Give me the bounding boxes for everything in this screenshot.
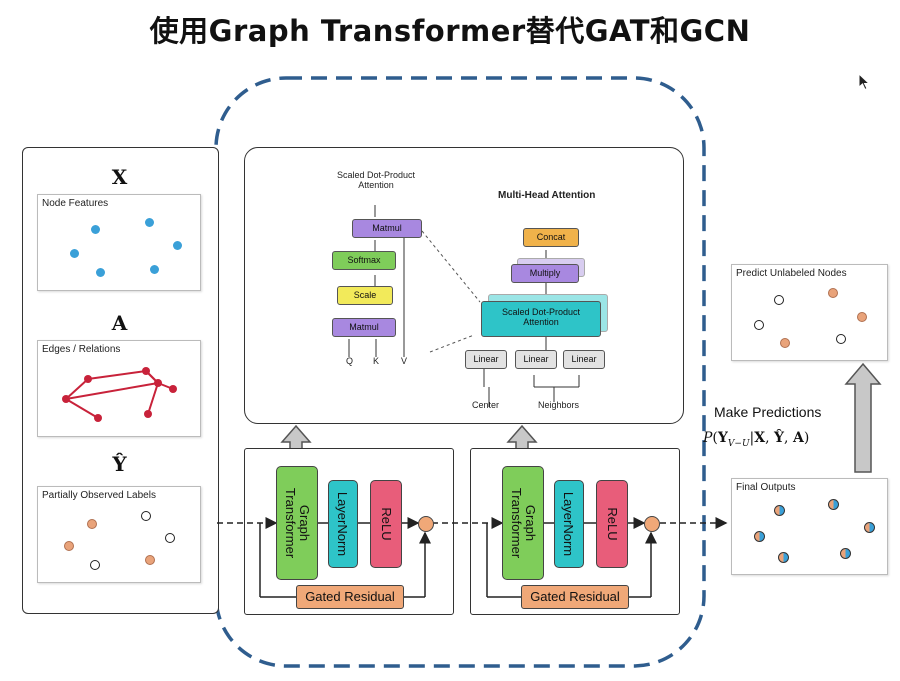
output-node xyxy=(864,522,875,533)
page-title: 使用Graph Transformer替代GAT和GCN xyxy=(149,14,751,48)
graph-transformer-dashed-container xyxy=(214,76,706,668)
graph-transformer-block-1: Graph Transformer xyxy=(276,466,318,580)
output-node xyxy=(840,548,851,559)
labeled-node xyxy=(828,288,838,298)
node-features-label: Node Features xyxy=(42,198,109,209)
partially-observed-labels-box: Partially Observed Labels xyxy=(37,486,201,583)
linear-op-center: Linear xyxy=(465,350,507,369)
attention-detail-panel xyxy=(244,147,684,424)
graph-transformer-line1: Graph xyxy=(523,504,538,542)
linear-op-value: Linear xyxy=(563,350,605,369)
layernorm-block-1: LayerNorm xyxy=(328,480,358,568)
relu-block-1: ReLU xyxy=(370,480,402,568)
labeled-node xyxy=(857,312,867,322)
center-input-label: Center xyxy=(472,400,500,410)
v-input-label: V xyxy=(401,356,408,366)
sdpa-block: Scaled Dot-Product Attention xyxy=(481,301,601,337)
feature-node xyxy=(145,218,154,227)
sum-node-2 xyxy=(644,516,660,532)
unlabeled-node xyxy=(90,560,100,570)
softmax-op: Softmax xyxy=(332,251,396,270)
layernorm-block-2: LayerNorm xyxy=(554,480,584,568)
k-input-label: K xyxy=(373,356,380,366)
mouse-cursor-icon xyxy=(858,73,871,91)
final-outputs-box: Final Outputs xyxy=(731,478,888,575)
feature-node xyxy=(173,241,182,250)
layernorm-label: LayerNorm xyxy=(561,491,576,557)
final-outputs-label: Final Outputs xyxy=(736,482,796,493)
labeled-node xyxy=(145,555,155,565)
unlabeled-node xyxy=(754,320,764,330)
mha-title: Multi-Head Attention xyxy=(498,190,596,201)
feature-node xyxy=(70,249,79,258)
y-hat-symbol: Ŷ xyxy=(112,452,127,476)
gated-residual-block-1: Gated Residual xyxy=(296,585,404,609)
graph-transformer-line1: Graph xyxy=(297,504,312,542)
feature-node xyxy=(150,265,159,274)
edges-relations-label: Edges / Relations xyxy=(42,344,121,355)
edges-relations-box: Edges / Relations xyxy=(37,340,201,437)
sum-node-1 xyxy=(418,516,434,532)
scale-op: Scale xyxy=(337,286,393,305)
sdpa-title-line1: Scaled Dot-Product xyxy=(336,170,416,180)
unlabeled-node xyxy=(141,511,151,521)
sdpa-block-line2: Attention xyxy=(523,317,559,327)
concat-op: Concat xyxy=(523,228,579,247)
feature-node xyxy=(91,225,100,234)
relu-block-2: ReLU xyxy=(596,480,628,568)
relu-label: ReLU xyxy=(605,507,620,541)
x-symbol: X xyxy=(111,165,128,189)
predict-unlabeled-nodes-box: Predict Unlabeled Nodes xyxy=(731,264,888,361)
a-symbol: A xyxy=(111,311,128,335)
node-features-box: Node Features xyxy=(37,194,201,291)
matmul-top-op: Matmul xyxy=(352,219,422,238)
relation-graph xyxy=(62,367,177,422)
feature-node xyxy=(96,268,105,277)
neighbors-input-label: Neighbors xyxy=(538,400,580,410)
output-node xyxy=(828,499,839,510)
output-node xyxy=(754,531,765,542)
graph-transformer-line2: Transformer xyxy=(283,487,298,559)
sdpa-connectors xyxy=(348,205,580,407)
output-node xyxy=(774,505,785,516)
labeled-node xyxy=(87,519,97,529)
relu-label: ReLU xyxy=(379,507,394,541)
sdpa-title: Scaled Dot-Product Attention xyxy=(316,170,436,190)
labeled-node xyxy=(64,541,74,551)
graph-transformer-block-2: Graph Transformer xyxy=(502,466,544,580)
gated-residual-block-2: Gated Residual xyxy=(521,585,629,609)
linear-op-key: Linear xyxy=(515,350,557,369)
matmul-bottom-op: Matmul xyxy=(332,318,396,337)
prediction-formula: P(YV−U|X, Ŷ, A) xyxy=(703,430,810,449)
sdpa-block-line1: Scaled Dot-Product xyxy=(501,307,581,317)
labeled-node xyxy=(780,338,790,348)
graph-transformer-line2: Transformer xyxy=(509,487,524,559)
partially-observed-labels-label: Partially Observed Labels xyxy=(42,490,156,501)
output-node xyxy=(778,552,789,563)
make-predictions-label: Make Predictions xyxy=(714,404,822,420)
sdpa-title-line2: Attention xyxy=(358,180,394,190)
unlabeled-node xyxy=(836,334,846,344)
predict-unlabeled-label: Predict Unlabeled Nodes xyxy=(736,268,847,279)
q-input-label: Q xyxy=(346,356,354,366)
unlabeled-node xyxy=(774,295,784,305)
multiply-op: Multiply xyxy=(511,264,579,283)
unlabeled-node xyxy=(165,533,175,543)
up-arrow-predictions xyxy=(844,362,882,473)
layernorm-label: LayerNorm xyxy=(335,491,350,557)
